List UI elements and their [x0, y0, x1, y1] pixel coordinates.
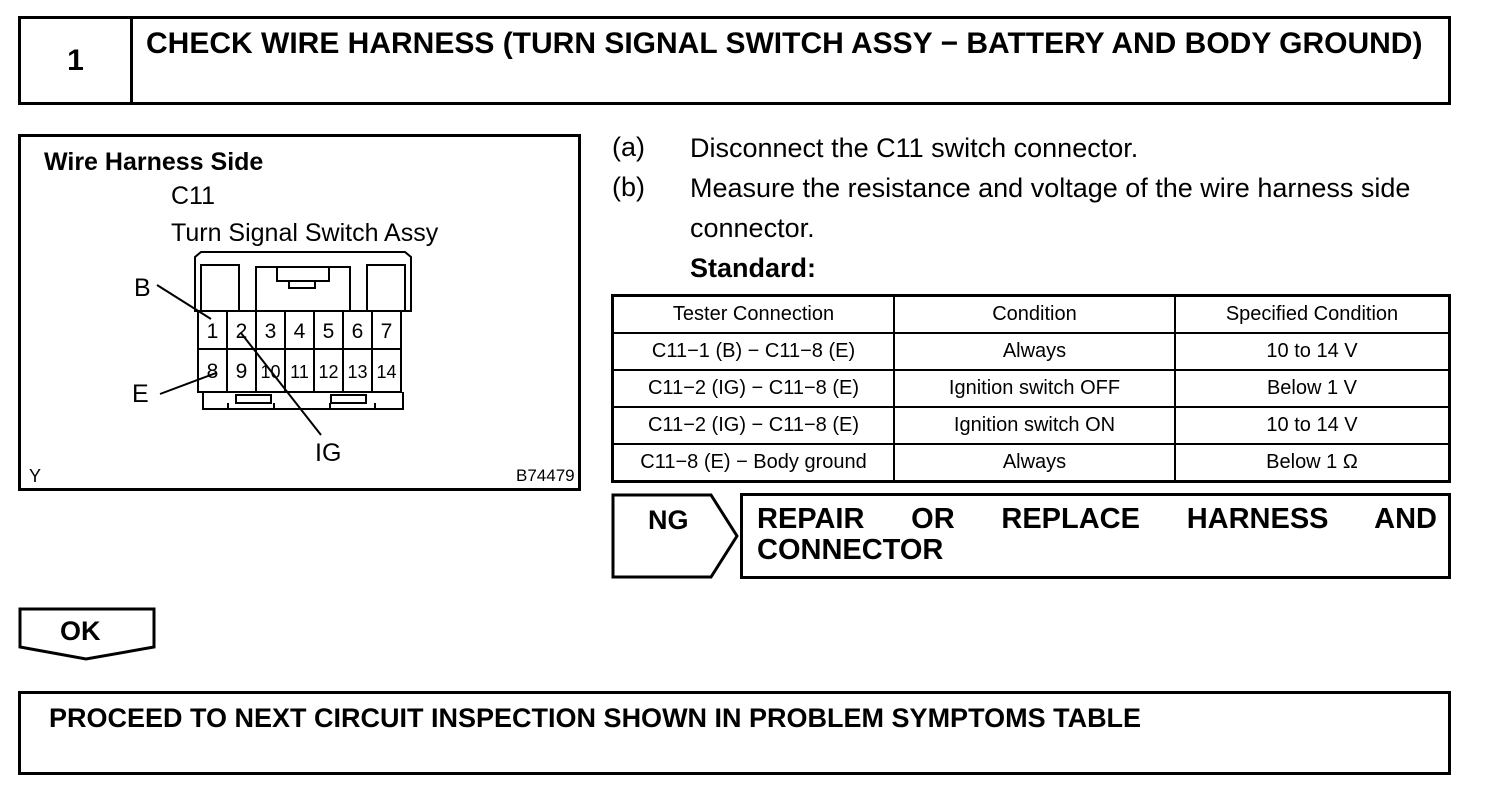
leader-e [159, 372, 217, 395]
pin-number: 3 [265, 320, 277, 343]
table-cell: C11−8 (E) − Body ground [611, 443, 895, 483]
header-condition: Condition [893, 294, 1176, 334]
pin-number: 5 [323, 320, 335, 343]
standard-label: Standard: [690, 253, 817, 283]
table-row: C11−8 (E) − Body ground Always Below 1 Ω [611, 443, 1451, 483]
table-cell: Ignition switch OFF [893, 369, 1176, 408]
connector-name: Turn Signal Switch Assy [171, 219, 439, 247]
instruction-text-b: Measure the resistance and voltage of th… [690, 173, 1411, 243]
step-header: 1 CHECK WIRE HARNESS (TURN SIGNAL SWITCH… [18, 16, 1451, 105]
ok-arrow-shape [18, 607, 156, 661]
table-cell: C11−2 (IG) − C11−8 (E) [611, 406, 895, 445]
pin-number: 9 [236, 360, 248, 383]
pin-number: 11 [290, 362, 309, 382]
pin-number: 6 [352, 320, 364, 343]
table-cell: Below 1 V [1174, 369, 1451, 408]
pin-number: 14 [376, 362, 396, 382]
final-step-box: PROCEED TO NEXT CIRCUIT INSPECTION SHOWN… [18, 691, 1451, 775]
table-cell: Always [893, 332, 1176, 371]
step-title: CHECK WIRE HARNESS (TURN SIGNAL SWITCH A… [146, 27, 1423, 60]
table-header-row: Tester Connection Condition Specified Co… [611, 294, 1451, 334]
pin-number: 4 [294, 320, 306, 343]
pin-number: 2 [236, 320, 248, 343]
table-cell: Ignition switch ON [893, 406, 1176, 445]
label-b: B [134, 274, 151, 302]
final-step-text: PROCEED TO NEXT CIRCUIT INSPECTION SHOWN… [49, 703, 1142, 733]
pin-number: 13 [347, 362, 367, 382]
corner-label: Y [29, 466, 42, 486]
table-cell: Always [893, 443, 1176, 483]
table-row: C11−2 (IG) − C11−8 (E) Ignition switch O… [611, 406, 1451, 445]
step-number: 1 [21, 19, 133, 102]
diagram-heading: Wire Harness Side [44, 148, 264, 176]
ng-result-text: REPAIR OR REPLACE HARNESS AND CONNECTOR [757, 503, 1437, 566]
table-cell: 10 to 14 V [1174, 406, 1451, 445]
table-row: C11−2 (IG) − C11−8 (E) Ignition switch O… [611, 369, 1451, 408]
table-cell: Below 1 Ω [1174, 443, 1451, 483]
header-specified-condition: Specified Condition [1174, 294, 1451, 334]
table-cell: C11−1 (B) − C11−8 (E) [611, 332, 895, 371]
pin-number: 1 [207, 320, 219, 343]
table-cell: 10 to 14 V [1174, 332, 1451, 371]
figure-code: B74479 [516, 466, 575, 485]
ng-arrow-shape [611, 493, 739, 579]
leader-ig [240, 332, 322, 436]
table-cell: C11−2 (IG) − C11−8 (E) [611, 369, 895, 408]
connector-diagram: Wire Harness Side C11 Turn Signal Switch… [18, 134, 581, 491]
ng-result-box: REPAIR OR REPLACE HARNESS AND CONNECTOR [740, 493, 1451, 579]
table-row: C11−1 (B) − C11−8 (E) Always 10 to 14 V [611, 332, 1451, 371]
instruction-letter-a: (a) [612, 132, 645, 162]
instruction-letter-b: (b) [612, 172, 645, 202]
pin-number: 12 [318, 362, 338, 382]
label-e: E [132, 380, 149, 408]
ok-label: OK [60, 616, 101, 646]
label-ig: IG [315, 439, 342, 467]
instruction-text-a: Disconnect the C11 switch connector. [690, 133, 1139, 163]
connector-id: C11 [171, 182, 216, 210]
leader-b [156, 284, 212, 320]
header-tester-connection: Tester Connection [611, 294, 895, 334]
ng-label: NG [648, 505, 689, 535]
spec-table: Tester Connection Condition Specified Co… [611, 294, 1451, 483]
pin-number: 8 [207, 360, 219, 383]
pin-number: 7 [381, 320, 393, 343]
